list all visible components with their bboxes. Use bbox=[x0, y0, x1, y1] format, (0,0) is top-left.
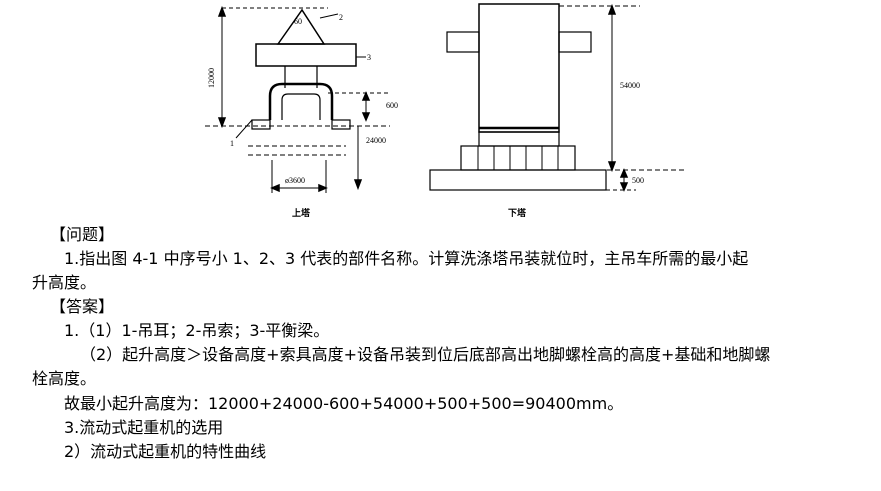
question-header: 【问题】 bbox=[50, 225, 115, 244]
question-1-line-2: 升高度。 bbox=[32, 273, 97, 292]
dim-24000: 24000 bbox=[366, 136, 386, 145]
question-1-line-1: 1.指出图 4-1 中序号小 1、2、3 代表的部件名称。计算洗涤塔吊装就位时，… bbox=[64, 249, 749, 268]
caption-upper-tower: 上塔 bbox=[292, 207, 311, 219]
upper-tower-labels: 12000 60 2 3 1 600 24000 ø3600 上塔 bbox=[207, 13, 398, 219]
section-3: 3.流动式起重机的选用 bbox=[64, 418, 224, 437]
caption-lower-tower: 下塔 bbox=[508, 207, 527, 219]
answer-3: 故最小起升高度为：12000+24000-600+54000+500+500=9… bbox=[64, 394, 624, 413]
answer-2-line-2: 栓高度。 bbox=[32, 369, 97, 388]
answer-header: 【答案】 bbox=[50, 297, 115, 316]
dim-600: 600 bbox=[386, 101, 398, 110]
lower-tower-diagram bbox=[429, 3, 684, 192]
label-3: 3 bbox=[367, 53, 371, 62]
section-3-2: 2）流动式起重机的特性曲线 bbox=[64, 442, 267, 461]
dim-sling-angle: 60 bbox=[294, 17, 302, 26]
label-1: 1 bbox=[230, 139, 234, 148]
dim-500: 500 bbox=[632, 176, 644, 185]
answer-1: 1.（1）1-吊耳；2-吊索；3-平衡梁。 bbox=[64, 321, 330, 340]
dim-total-height: 12000 bbox=[207, 68, 216, 88]
dim-diameter: ø3600 bbox=[285, 176, 305, 185]
dim-54000: 54000 bbox=[620, 81, 640, 90]
upper-tower-diagram bbox=[205, 5, 390, 193]
lower-tower-labels: 54000 500 下塔 bbox=[508, 81, 644, 219]
figure-4-1: 12000 60 2 3 1 600 24000 ø3600 上塔 bbox=[205, 3, 684, 219]
label-2: 2 bbox=[339, 13, 343, 22]
answer-2-line-1: （2）起升高度＞设备高度+索具高度+设备吊装到位后底部高出地脚螺栓高的高度+基础… bbox=[80, 345, 771, 364]
